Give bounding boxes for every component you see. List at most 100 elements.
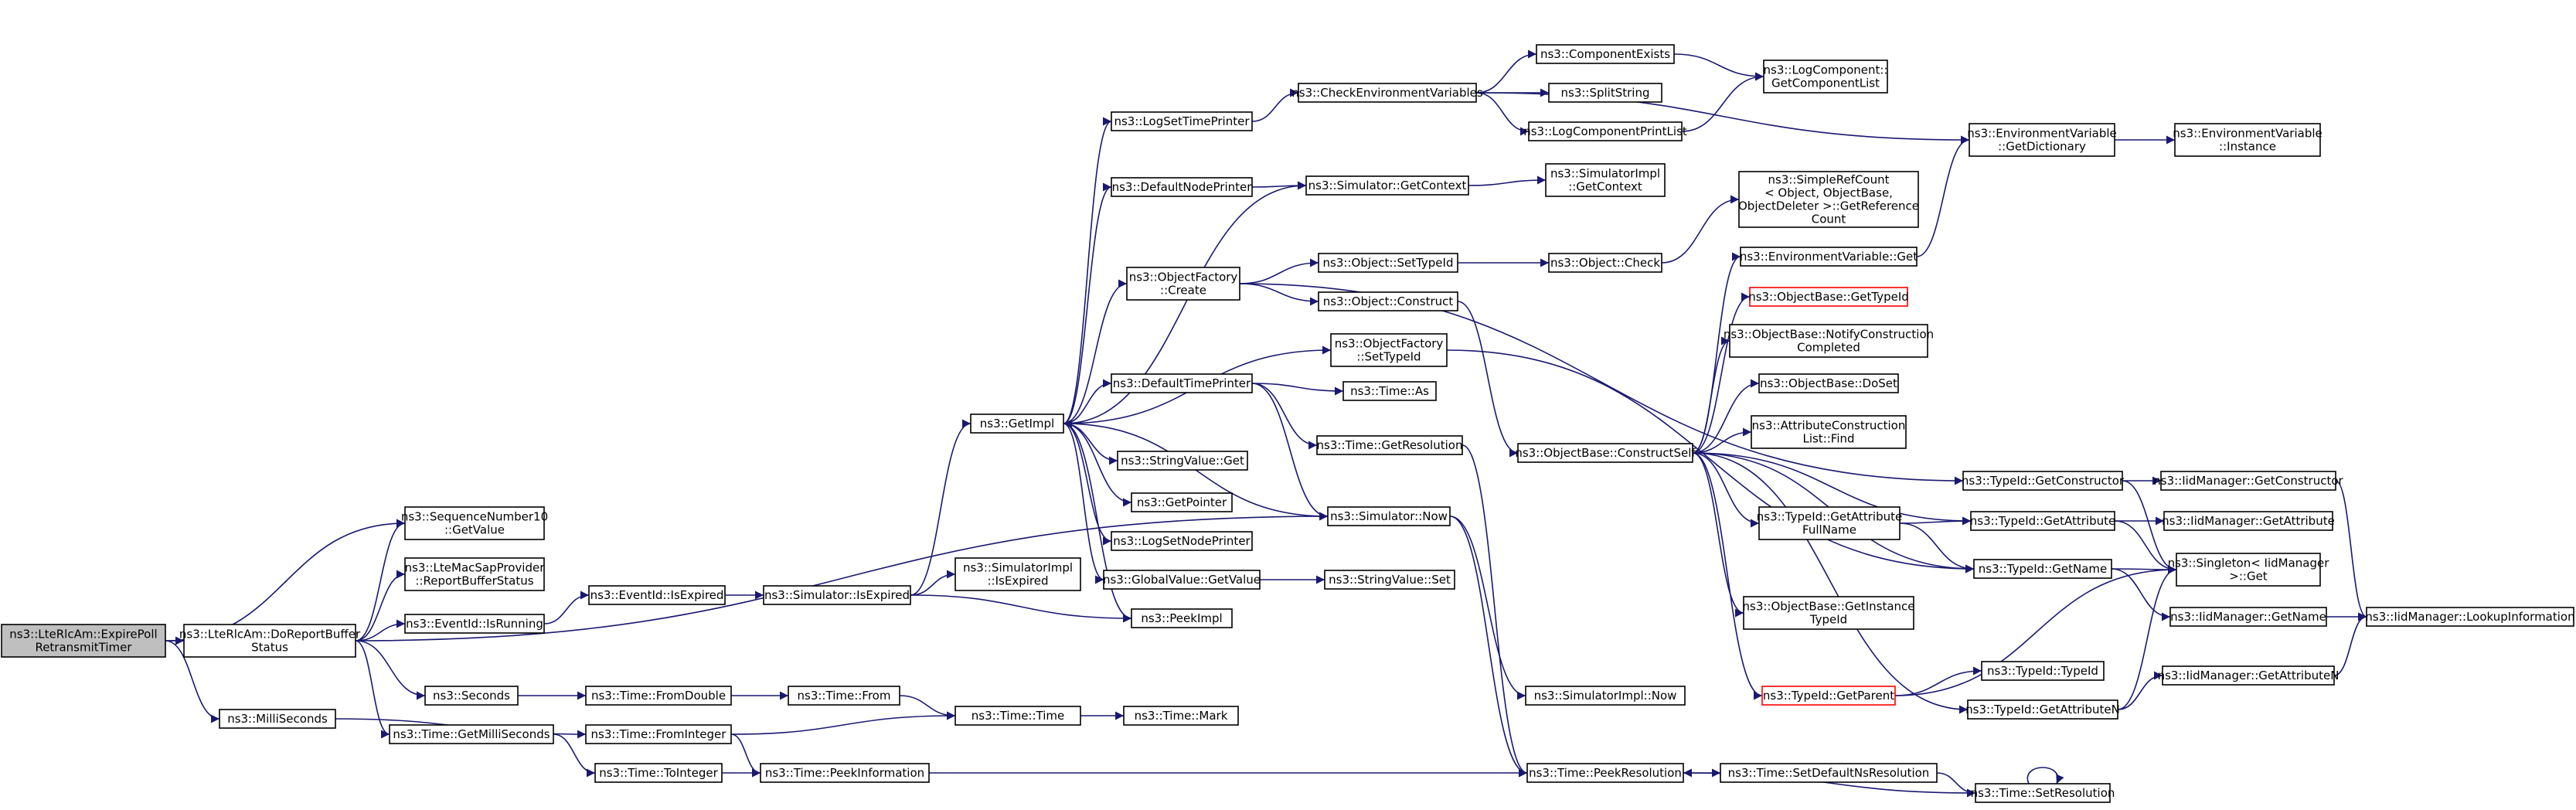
node-objcheck[interactable]: ns3::Object::Check (1548, 253, 1662, 273)
node-label: ns3::Object::Construct (1323, 294, 1454, 308)
node-splitstring[interactable]: ns3::SplitString (1548, 83, 1662, 103)
node-envvarget[interactable]: ns3::EnvironmentVariable::Get (1740, 247, 1918, 267)
node-iidgetctor[interactable]: ns3::IidManager::GetConstructor (2153, 471, 2344, 491)
node-box (585, 724, 732, 744)
edge-typeidgetname-to-iidgetname (2111, 568, 2171, 621)
edge-getimpl-to-defnodeprinter (1063, 182, 1112, 424)
node-label: ns3::EventId::IsRunning (406, 617, 543, 631)
node-objfactsettype[interactable]: ns3::ObjectFactory::SetTypeId (1330, 333, 1448, 367)
node-seqnum[interactable]: ns3::SequenceNumber10::GetValue (401, 506, 548, 540)
edge-objbaseconstruct-to-objbasegetinst (1692, 452, 1744, 618)
node-envvarinst[interactable]: ns3::EnvironmentVariable::Instance (2173, 123, 2322, 157)
node-logsetnode[interactable]: ns3::LogSetNodePrinter (1111, 531, 1253, 551)
node-simimplexp[interactable]: ns3::SimulatorImpl::IsExpired (955, 557, 1081, 591)
node-label: ns3::Time::GetMilliSeconds (393, 727, 550, 741)
node-getpointer[interactable]: ns3::GetPointer (1131, 492, 1233, 512)
node-timeas[interactable]: ns3::Time::As (1342, 381, 1437, 401)
node-seconds[interactable]: ns3::Seconds (424, 686, 519, 706)
node-tointeger[interactable]: ns3::Time::ToInteger (594, 763, 723, 783)
node-millis[interactable]: ns3::MilliSeconds (219, 709, 336, 729)
edge-doreport-to-getmilli (355, 640, 390, 739)
node-box (1758, 506, 1901, 540)
node-strvalset[interactable]: ns3::StringValue::Set (1324, 570, 1455, 590)
node-simnow[interactable]: ns3::Simulator::Now (1327, 506, 1451, 526)
node-timemark[interactable]: ns3::Time::Mark (1123, 706, 1239, 726)
node-evexpired[interactable]: ns3::EventId::IsExpired (588, 585, 726, 605)
node-fromdouble[interactable]: ns3::Time::FromDouble (585, 686, 732, 706)
edge-setres-to-setres (2026, 767, 2064, 784)
node-simexpired[interactable]: ns3::Simulator::IsExpired (763, 585, 911, 605)
node-stringvalget[interactable]: ns3::StringValue::Get (1117, 451, 1248, 471)
node-box (2174, 123, 2321, 157)
node-simgetctx[interactable]: ns3::Simulator::GetContext (1305, 175, 1469, 196)
node-objconstruct[interactable]: ns3::Object::Construct (1318, 291, 1458, 311)
node-label: ::Create (1160, 284, 1206, 298)
node-frominteger[interactable]: ns3::Time::FromInteger (585, 724, 732, 744)
node-ltemac[interactable]: ns3::LteMacSapProvider::ReportBufferStat… (404, 557, 546, 591)
node-evrunning[interactable]: ns3::EventId::IsRunning (404, 614, 545, 634)
edge-getimpl-to-deftimeprinter (1063, 379, 1112, 424)
node-deftimeprinter[interactable]: ns3::DefaultTimePrinter (1111, 373, 1253, 393)
node-iidgetattrn[interactable]: ns3::IidManager::GetAttributeN (2158, 665, 2339, 686)
node-logsettime[interactable]: ns3::LogSetTimePrinter (1111, 111, 1253, 131)
node-typeidgetctor[interactable]: ns3::TypeId::GetConstructor (1962, 471, 2125, 491)
node-typeidgetattrn[interactable]: ns3::TypeId::GetAttributeN (1965, 699, 2120, 720)
node-globalvalget[interactable]: ns3::GlobalValue::GetValue (1103, 570, 1261, 590)
node-objbaseconstruct[interactable]: ns3::ObjectBase::ConstructSelf (1515, 443, 1696, 463)
node-label: ns3::PeekImpl (1141, 611, 1222, 625)
node-typeidgetattr[interactable]: ns3::TypeId::GetAttribute (1970, 511, 2115, 531)
node-label: ns3::ObjectBase::DoSet (1760, 376, 1897, 390)
node-box (1720, 763, 1938, 783)
node-box (404, 614, 545, 634)
edge-objbaseconstruct-to-typeidgetattrn (1692, 452, 1969, 714)
node-timefrom[interactable]: ns3::Time::From (788, 686, 900, 706)
node-objbasenotify[interactable]: ns3::ObjectBase::NotifyConstructionCompl… (1724, 324, 1934, 358)
node-objfactcreate[interactable]: ns3::ObjectFactory::Create (1126, 267, 1240, 301)
node-objbasedoset[interactable]: ns3::ObjectBase::DoSet (1758, 373, 1899, 393)
node-logcompget[interactable]: ns3::LogComponent::GetComponentList (1763, 60, 1888, 94)
node-iidgetname[interactable]: ns3::IidManager::GetName (2169, 607, 2327, 627)
node-compexists[interactable]: ns3::ComponentExists (1536, 44, 1675, 64)
node-box (1729, 324, 1928, 358)
node-label: ns3::TypeId::GetAttribute (1970, 514, 2115, 528)
node-label: ns3::LteMacSapProvider (405, 561, 546, 575)
edge-typeidgetparent-to-singleton (1894, 565, 2177, 696)
node-objbasegettype[interactable]: ns3::ObjectBase::GetTypeId (1748, 287, 1909, 307)
node-checkenv[interactable]: ns3::CheckEnvironmentVariables (1291, 83, 1483, 103)
node-getimpl[interactable]: ns3::GetImpl (970, 414, 1064, 434)
edge-objbaseconstruct-to-objbasegettype (1692, 292, 1751, 454)
node-timetime[interactable]: ns3::Time::Time (955, 706, 1081, 726)
node-setdefaultres[interactable]: ns3::Time::SetDefaultNsResolution (1720, 763, 1938, 783)
node-box (2160, 471, 2336, 491)
node-typeidgetname[interactable]: ns3::TypeId::GetName (1973, 559, 2112, 579)
node-iidlookup[interactable]: ns3::IidManager::LookupInformation (2365, 607, 2575, 627)
node-peekres[interactable]: ns3::Time::PeekResolution (1526, 763, 1684, 783)
node-simplerefcount[interactable]: ns3::SimpleRefCount< Object, ObjectBase,… (1738, 171, 1919, 228)
node-singleton[interactable]: ns3::Singleton< IidManager>::Get (2168, 553, 2330, 587)
node-timegetres[interactable]: ns3::Time::GetResolution (1316, 435, 1463, 455)
node-defnodeprinter[interactable]: ns3::DefaultNodePrinter (1111, 177, 1253, 197)
node-typeidgetparent[interactable]: ns3::TypeId::GetParent (1761, 686, 1896, 706)
node-logcompprint[interactable]: ns3::LogComponentPrintList (1523, 121, 1687, 141)
node-box (1324, 570, 1455, 590)
node-iidgetattr[interactable]: ns3::IidManager::GetAttribute (2162, 511, 2335, 531)
node-label: ns3::Time::GetResolution (1317, 438, 1463, 452)
node-box (1318, 291, 1458, 311)
edge-simnow-to-peekres (1449, 516, 1528, 778)
node-label: ns3::CheckEnvironmentVariables (1291, 86, 1483, 100)
node-objsettypeid[interactable]: ns3::Object::SetTypeId (1318, 253, 1458, 273)
node-simimplctx[interactable]: ns3::SimulatorImpl::GetContext (1545, 163, 1666, 197)
node-peekinfo[interactable]: ns3::Time::PeekInformation (760, 763, 930, 783)
node-typeidtypeid[interactable]: ns3::TypeId::TypeId (1981, 661, 2105, 681)
node-getmilli[interactable]: ns3::Time::GetMilliSeconds (389, 724, 554, 744)
node-envvargetdict[interactable]: ns3::EnvironmentVariable::GetDictionary (1967, 123, 2117, 157)
node-peekimpl[interactable]: ns3::PeekImpl (1131, 608, 1233, 628)
node-simimplnow[interactable]: ns3::SimulatorImpl::Now (1525, 686, 1686, 706)
node-box (2163, 511, 2333, 531)
node-setres[interactable]: ns3::Time::SetResolution (1971, 783, 2115, 803)
